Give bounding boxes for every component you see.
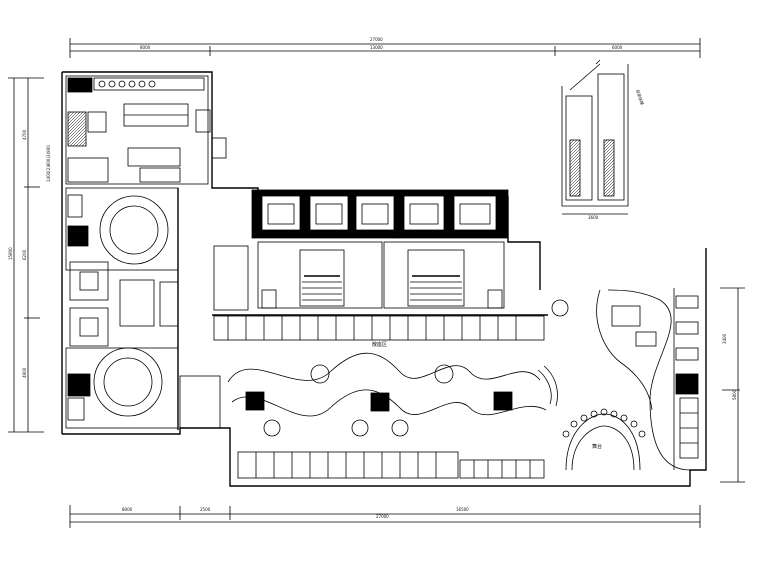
dim-right-side: 5800 <box>732 389 737 400</box>
booth-row-upper <box>213 315 545 341</box>
dim-bottom-small: 2500 <box>200 507 211 512</box>
escalator <box>561 59 629 215</box>
serpentine-bar <box>227 352 547 437</box>
dim-top-overall: 27000 <box>370 37 383 42</box>
kitchen-area <box>65 75 227 185</box>
dim-top-left: 8000 <box>140 45 151 50</box>
top-dimension-line <box>69 38 701 58</box>
private-room-upper <box>65 187 179 271</box>
right-dimension-line <box>720 287 745 483</box>
dim-bottom-left: 8000 <box>122 507 133 512</box>
dim-top-right: 6000 <box>612 45 623 50</box>
dim-left-middle: 6200 <box>22 249 27 260</box>
dim-left-upper: 4700 <box>22 129 27 140</box>
booth-row-lower <box>237 451 545 479</box>
right-service-strip <box>551 288 699 470</box>
stair-core <box>213 241 505 311</box>
stage-area <box>537 289 691 471</box>
left-dimension-line <box>8 77 44 433</box>
hall-label: 散座区 <box>372 341 387 348</box>
dim-left-lower: 4900 <box>22 367 27 378</box>
bottom-dimension-line <box>69 505 701 528</box>
dim-right-small: 3400 <box>722 333 727 344</box>
escalator-note: 自动扶梯 <box>635 88 646 105</box>
dim-bottom-overall: 27000 <box>376 514 389 519</box>
dim-left-overall: 15800 <box>8 247 13 260</box>
dim-bottom-middle: 16500 <box>456 507 469 512</box>
dining-squares <box>69 261 179 347</box>
elevator-bank <box>251 189 509 239</box>
stage-label: 舞台 <box>592 443 602 450</box>
dim-escalator-width: 3600 <box>588 215 599 220</box>
kitchen-vertical-dims: 1400(2)800(3)900 <box>46 145 51 182</box>
private-room-lower <box>65 347 221 429</box>
dim-top-middle: 13000 <box>370 45 383 50</box>
